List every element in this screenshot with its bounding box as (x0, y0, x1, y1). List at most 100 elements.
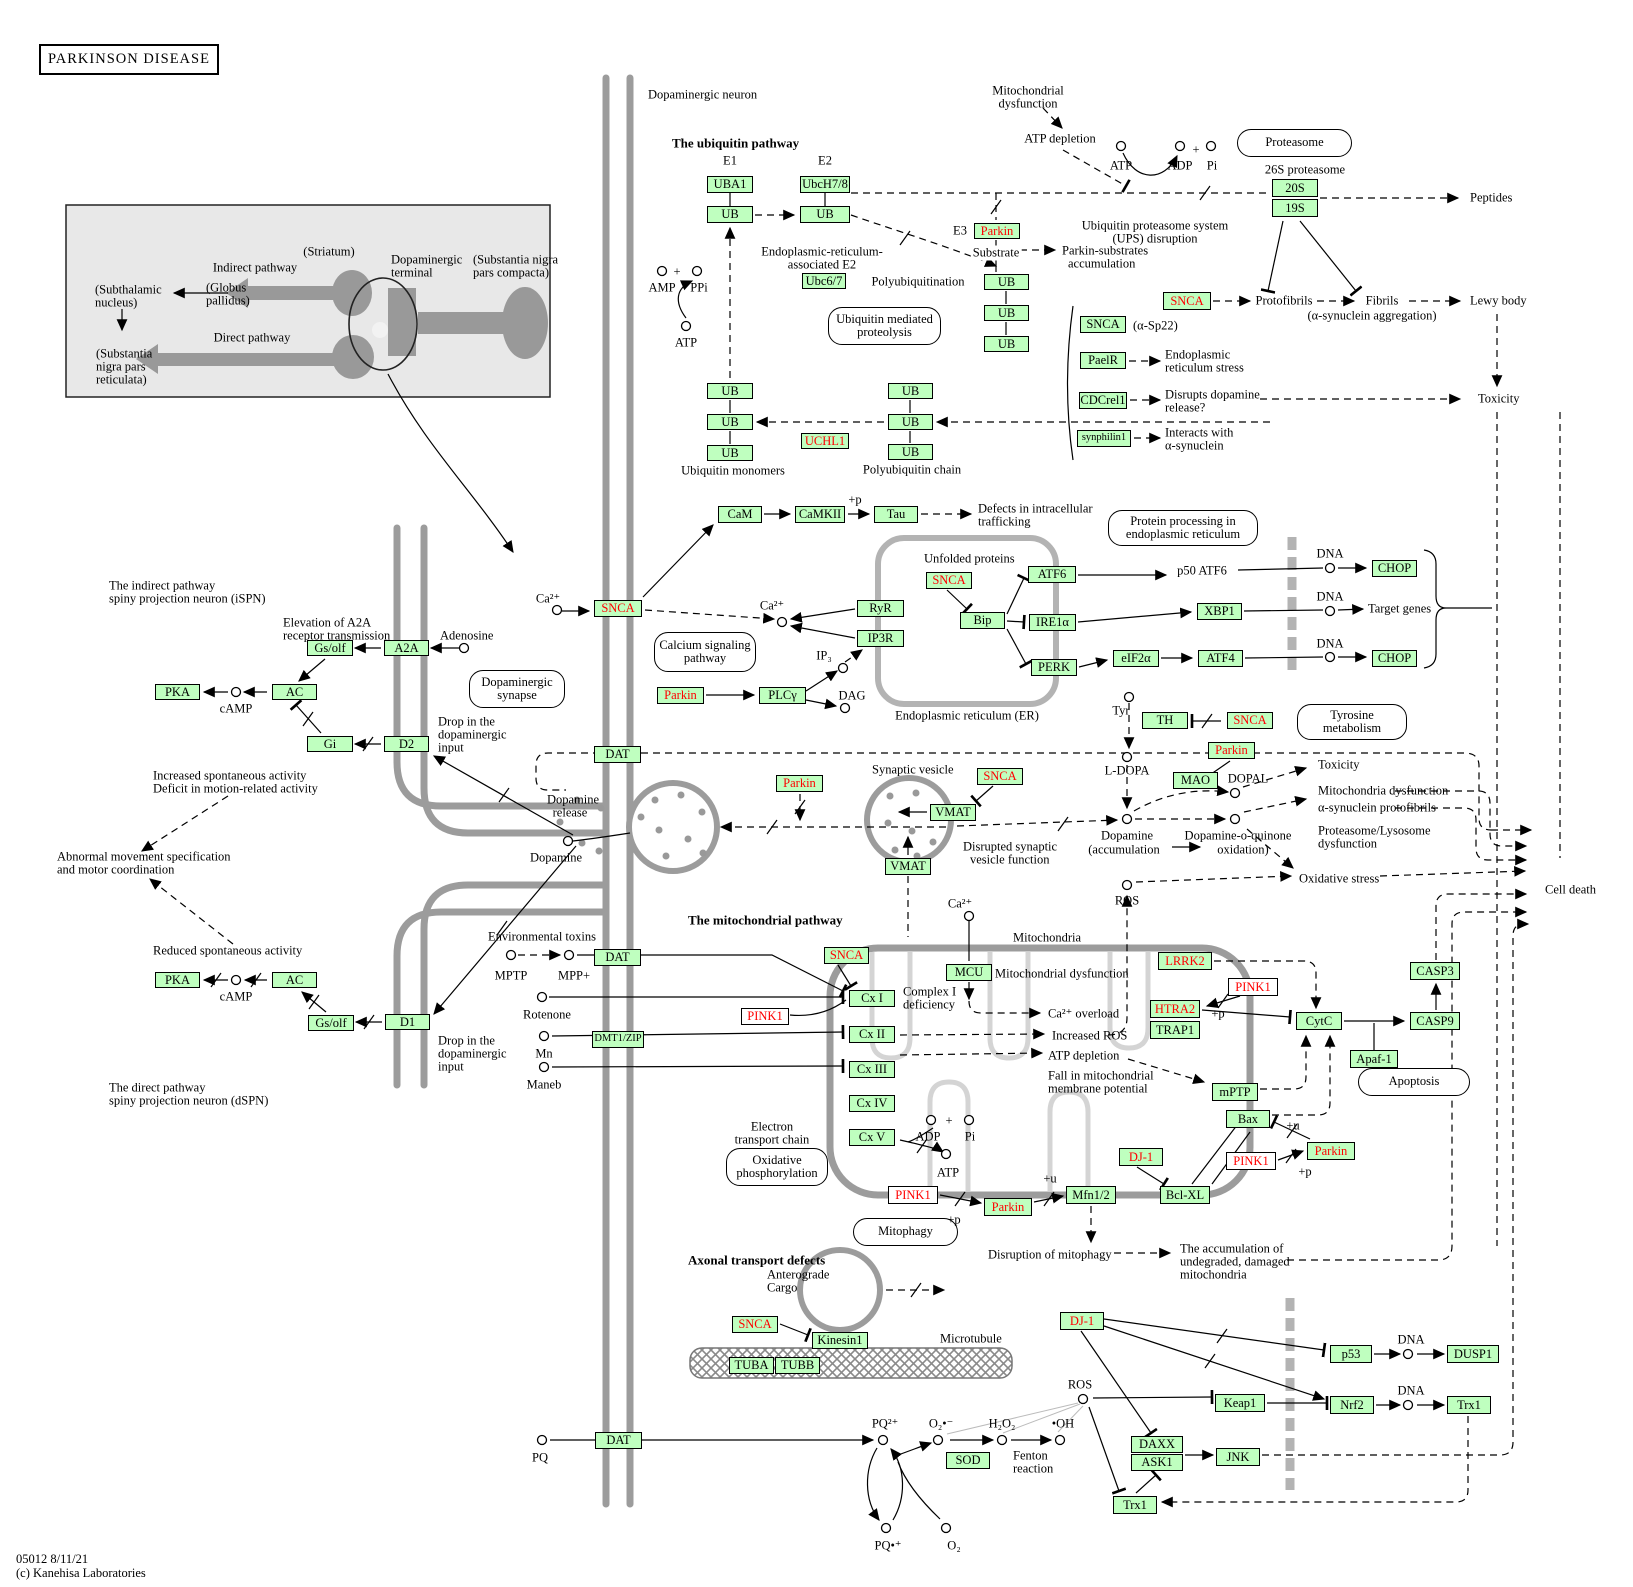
gene-box-vmat[interactable]: VMAT (930, 804, 976, 821)
gene-box-xbp1[interactable]: XBP1 (1197, 603, 1242, 620)
gene-box-bcl-xl[interactable]: Bcl-XL (1160, 1186, 1210, 1204)
molecule-circle[interactable]: 1235 (1229, 787, 1241, 799)
gene-box-parkin[interactable]: Parkin (1307, 1142, 1355, 1160)
molecule-circle[interactable]: 1330 (1324, 651, 1336, 663)
gene-box-atf4[interactable]: ATF4 (1198, 650, 1243, 667)
gene-box-apaf-1[interactable]: Apaf-1 (1350, 1050, 1398, 1068)
molecule-circle[interactable]: 1330 (1324, 605, 1336, 617)
gene-box-jnk[interactable]: JNK (1216, 1448, 1260, 1466)
gene-box-ub[interactable]: UB (888, 414, 933, 430)
gene-box-parkin[interactable]: Parkin (984, 1198, 1032, 1216)
molecule-circle[interactable]: 886 (880, 1522, 892, 1534)
gene-box-cx-iii[interactable]: Cx III (849, 1061, 895, 1078)
molecule-circle[interactable]: 568 (562, 835, 574, 847)
molecule-circle[interactable]: 1083 (1077, 1393, 1089, 1405)
gene-box-p53[interactable]: p53 (1330, 1345, 1372, 1363)
gene-box-htra2[interactable]: HTRA2 (1150, 1000, 1200, 1018)
gene-box-ask1[interactable]: ASK1 (1131, 1454, 1183, 1471)
gene-box-perk[interactable]: PERK (1031, 659, 1077, 676)
gene-box-parkin[interactable]: Parkin (776, 775, 823, 792)
molecule-circle[interactable]: 938 (932, 1434, 944, 1446)
molecule-circle[interactable]: 946 (940, 1522, 952, 1534)
gene-box-parkin[interactable]: Parkin (974, 223, 1020, 239)
gene-box-snca[interactable]: SNCA (977, 768, 1023, 785)
gene-box-pink1[interactable]: PINK1 (741, 1008, 789, 1025)
molecule-circle[interactable]: 569 (563, 949, 575, 961)
gene-box-dj-1[interactable]: DJ-1 (1119, 1148, 1163, 1166)
gene-box-pka[interactable]: PKA (155, 972, 200, 988)
molecule-circle[interactable]: 931 (925, 1114, 937, 1126)
gene-box-th[interactable]: TH (1142, 712, 1188, 729)
gene-box-snca[interactable]: SNCA (926, 572, 972, 589)
gene-box-ub[interactable]: UB (707, 414, 753, 430)
gene-box-dat[interactable]: DAT (595, 1432, 642, 1449)
molecule-circle[interactable]: 557 (551, 604, 563, 616)
gene-box-snca[interactable]: SNCA (824, 947, 869, 964)
gene-box-ub[interactable]: UB (888, 383, 933, 399)
gene-box-parkin[interactable]: Parkin (1208, 742, 1255, 759)
gene-box-mcu[interactable]: MCU (946, 964, 992, 981)
gene-box-snca[interactable]: SNCA (1227, 712, 1273, 729)
gene-box-casp3[interactable]: CASP3 (1410, 962, 1460, 980)
gene-box-daxx[interactable]: DAXX (1131, 1436, 1183, 1453)
gene-box-bax[interactable]: Bax (1226, 1110, 1270, 1128)
gene-box-ac[interactable]: AC (272, 684, 317, 700)
pathway-box-ubiquitin-mediated-proteolysis[interactable]: Ubiquitin mediated proteolysis (828, 307, 941, 345)
molecule-circle[interactable]: 236 (230, 974, 242, 986)
molecule-circle[interactable]: 464 (458, 642, 470, 654)
gene-box-cx-ii[interactable]: Cx II (849, 1026, 895, 1043)
gene-box-parkin[interactable]: Parkin (657, 687, 704, 704)
gene-box-gs-olf[interactable]: Gs/olf (307, 640, 353, 656)
gene-box-pink1[interactable]: PINK1 (1228, 978, 1278, 996)
gene-box-eif2[interactable]: eIF2α (1113, 650, 1159, 667)
molecule-circle[interactable]: 946 (940, 1148, 952, 1160)
gene-box-cx-iv[interactable]: Cx IV (849, 1095, 895, 1112)
gene-box-ub[interactable]: UB (888, 444, 933, 460)
gene-box-ryr[interactable]: RyR (857, 600, 904, 617)
gene-box-ubch7-8[interactable]: UbcH7/8 (800, 176, 850, 193)
pathway-box-tyrosine-metabolism[interactable]: Tyrosine metabolism (1297, 704, 1407, 740)
gene-box-dj-1[interactable]: DJ-1 (1060, 1312, 1104, 1330)
gene-box-ire1[interactable]: IRE1α (1029, 614, 1076, 631)
molecule-circle[interactable]: 1002 (996, 1434, 1008, 1446)
gene-box-nrf2[interactable]: Nrf2 (1330, 1396, 1374, 1414)
gene-box-keap1[interactable]: Keap1 (1215, 1394, 1265, 1412)
pathway-box-dopaminergic-synapse[interactable]: Dopaminergic synapse (469, 670, 565, 708)
molecule-circle[interactable]: 782 (776, 616, 788, 628)
gene-box-d1[interactable]: D1 (385, 1014, 430, 1030)
gene-box-casp9[interactable]: CASP9 (1410, 1012, 1460, 1030)
gene-box-paelr[interactable]: PaelR (1080, 352, 1126, 369)
gene-box-gi[interactable]: Gi (307, 736, 353, 752)
gene-box-ub[interactable]: UB (707, 445, 753, 461)
molecule-circle[interactable]: 236 (230, 686, 242, 698)
molecule-circle[interactable]: 544 (538, 1061, 550, 1073)
gene-box-tau[interactable]: Tau (874, 506, 918, 523)
molecule-circle[interactable]: 1235 (1229, 813, 1241, 825)
gene-box-vmat[interactable]: VMAT (885, 858, 931, 875)
gene-box-snca[interactable]: SNCA (732, 1316, 778, 1333)
molecule-circle[interactable]: 542 (536, 991, 548, 1003)
gene-box-plc[interactable]: PLCγ (759, 687, 806, 704)
gene-box-snca[interactable]: SNCA (594, 600, 642, 617)
pathway-box-oxidative-phosphorylation[interactable]: Oxidative phosphorylation (726, 1148, 828, 1186)
gene-box-dat[interactable]: DAT (594, 746, 641, 763)
pathway-box-calcium-signaling-pathway[interactable]: Calcium signaling pathway (654, 632, 756, 672)
molecule-circle[interactable]: 845 (839, 702, 851, 714)
gene-box-dmt1-zip[interactable]: DMT1/ZIP (592, 1031, 644, 1048)
gene-box-pka[interactable]: PKA (155, 684, 200, 700)
molecule-circle[interactable]: 843 (837, 662, 849, 674)
gene-box-ip3r[interactable]: IP3R (857, 630, 904, 647)
gene-box-19s[interactable]: 19S (1272, 199, 1318, 217)
gene-box-kinesin1[interactable]: Kinesin1 (812, 1332, 868, 1349)
molecule-circle[interactable]: 1060 (1054, 1434, 1066, 1446)
molecule-circle[interactable]: 511 (505, 949, 517, 961)
pathway-box-protein-processing-in-endoplasmic-reticulum[interactable]: Protein processing in endoplasmic reticu… (1108, 510, 1258, 546)
molecule-circle[interactable]: 686 (680, 320, 692, 332)
gene-box-synphilin1[interactable]: synphilin1 (1077, 430, 1131, 447)
gene-box-d2[interactable]: D2 (384, 736, 429, 752)
gene-box-uchl1[interactable]: UCHL1 (801, 433, 849, 449)
gene-box-20s[interactable]: 20S (1272, 179, 1318, 197)
molecule-circle[interactable]: 1129 (1123, 691, 1135, 703)
molecule-circle[interactable]: 662 (656, 265, 668, 277)
gene-box-ub[interactable]: UB (984, 305, 1029, 321)
